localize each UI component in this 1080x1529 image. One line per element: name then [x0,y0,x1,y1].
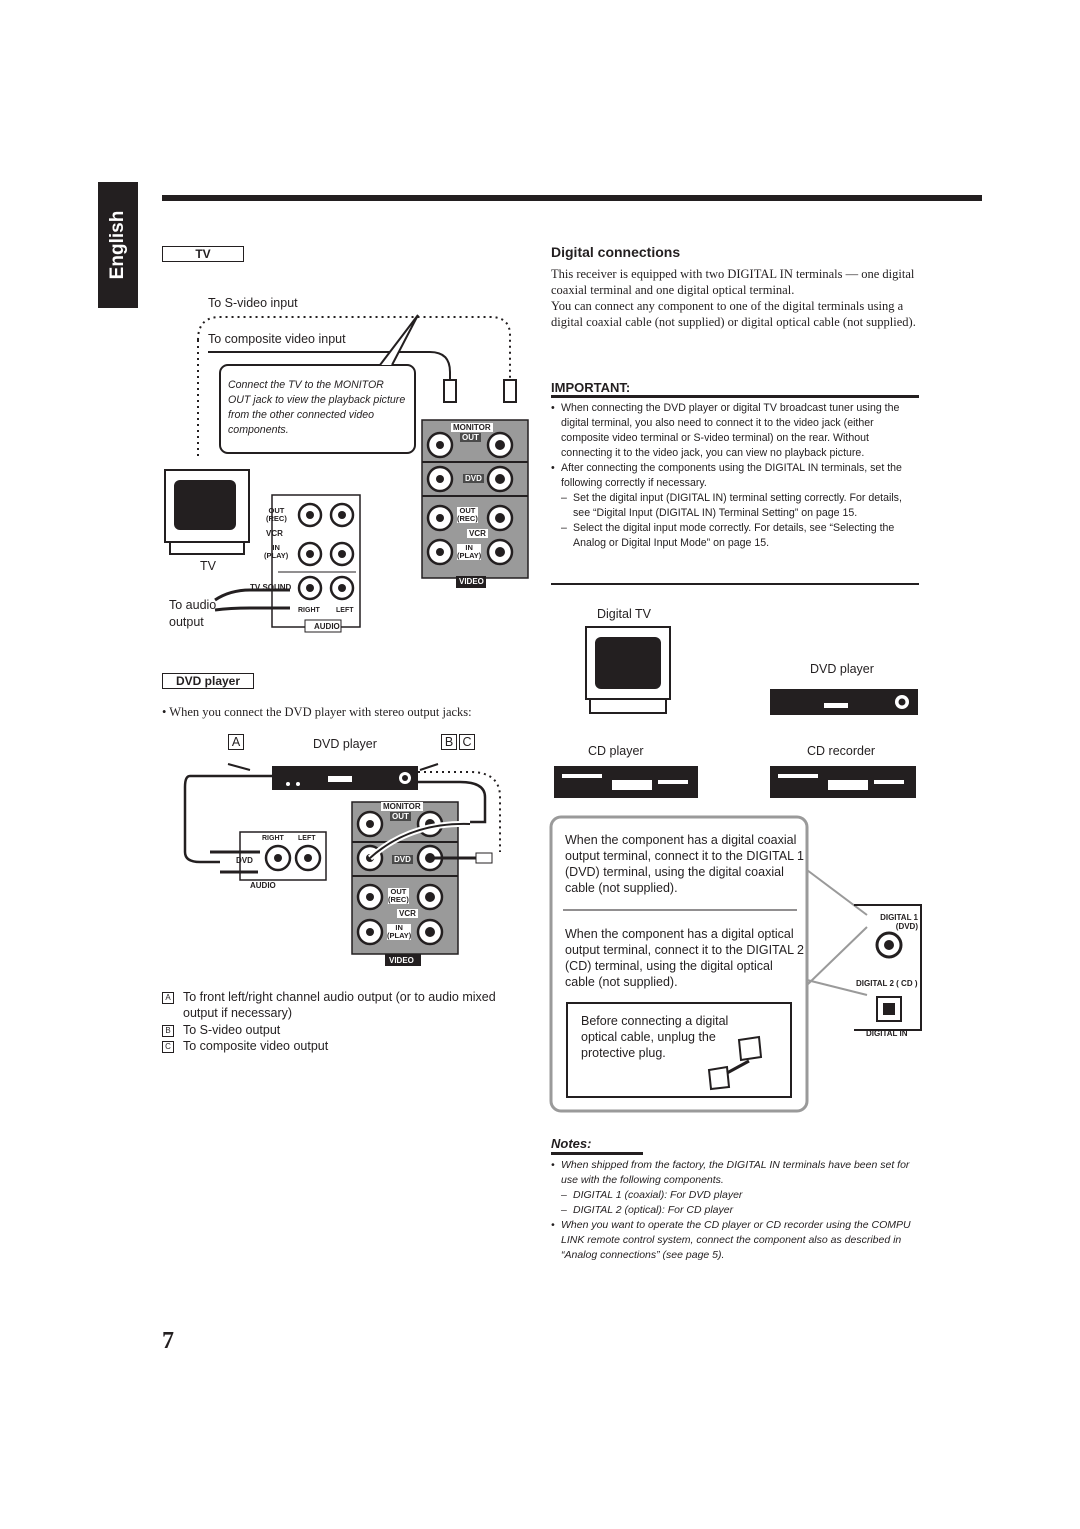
notes-title: Notes: [551,1136,592,1151]
note-item-1a: –DIGITAL 1 (coaxial): For DVD player [561,1189,743,1201]
notes-rule [551,1152,643,1155]
dvd-panel-out: OUT [390,812,411,821]
dvd-connection-diagram [183,763,501,966]
dvd-panel-video: VIDEO [389,956,414,965]
important-bottom-rule [551,583,919,585]
tv-section-label: TV [162,246,244,262]
coax-text: When the component has a digital coaxial… [565,833,805,895]
legend-text: To S-video output [183,1023,281,1037]
panel-out-label: OUT [460,433,481,442]
to-composite-input: To composite video input [208,332,346,346]
language-tab: English [98,182,138,308]
tv-label: TV [200,559,216,573]
marker-c: C [459,734,475,750]
important-text-1: When connecting the DVD player or digita… [561,402,900,459]
note-item-1b: –DIGITAL 2 (optical): For CD player [561,1204,734,1216]
legend-key: B [162,1025,174,1037]
dvd-audio-dvd: DVD [236,856,253,865]
digital-intro-2: You can connect any component to one of … [551,299,916,329]
panel-dvd-label: DVD [463,474,484,483]
panel-monitor-label: MONITOR [451,423,493,432]
optical-text: When the component has a digital optical… [565,927,805,989]
marker-b: B [441,734,457,750]
legend-text: To front left/right channel audio output… [183,990,496,1020]
important-item-2a: –Set the digital input (DIGITAL IN) term… [551,491,915,521]
important-item-1: •When connecting the DVD player or digit… [551,401,915,461]
dvd-panel-dvd: DVD [392,855,413,864]
dvd-audio-right: RIGHT [262,835,284,842]
dvd-audio-left: LEFT [298,835,316,842]
important-text-2a: Set the digital input (DIGITAL IN) termi… [573,492,902,519]
important-top-rule [551,395,919,398]
dvd-bullet-text: When you connect the DVD player with ste… [169,705,472,719]
digital2-label: DIGITAL 2 ( CD ) [856,979,918,988]
important-text-2b: Select the digital input mode correctly.… [573,522,895,549]
digital-tv-icon [585,626,671,714]
note-text-1b: DIGITAL 2 (optical): For CD player [573,1204,734,1216]
panel-left-vcr: VCR [266,529,283,538]
panel-left-in-play: IN (PLAY) [264,543,289,560]
legend-text: To composite video output [183,1039,329,1053]
to-svideo-input: To S-video input [208,296,298,310]
important-item-2b: –Select the digital input mode correctly… [551,521,915,551]
cd-recorder-label: CD recorder [807,744,876,758]
panel-in-play-label: IN (PLAY) [457,543,482,560]
digital-intro-1: This receiver is equipped with two DIGIT… [551,267,915,297]
legend-key: C [162,1041,174,1053]
important-text-2: After connecting the components using th… [561,462,902,489]
dvd-panel-vcr: VCR [397,909,418,918]
note-text-1: When shipped from the factory, the DIGIT… [561,1159,910,1186]
important-list: •When connecting the DVD player or digit… [551,401,915,551]
to-audio-output: To audio output [169,598,217,629]
panel-left: LEFT [336,607,354,614]
digital1-label: DIGITAL 1 [880,913,918,922]
digital-callout-frame [549,815,922,1113]
important-title: IMPORTANT: [551,380,631,395]
plug-text: Before connecting a digital optical cabl… [581,1014,729,1060]
cd-recorder-icon [770,766,916,798]
dvd-panel-out-rec: OUT (REC) [388,887,409,904]
digital1-sub: (DVD) [895,922,918,931]
note-item-2: •When you want to operate the CD player … [551,1218,921,1263]
panel-video-label: VIDEO [459,577,484,586]
digital-tv-label: Digital TV [597,607,651,621]
dvd-bullet: • When you connect the DVD player with s… [162,705,472,719]
digital-intro: This receiver is equipped with two DIGIT… [551,266,921,330]
tv-connection-diagram [164,314,529,633]
tv-callout-text: Connect the TV to the MONITOR OUT jack t… [228,379,406,436]
panel-tv-sound: TV SOUND [250,583,292,592]
important-item-2: •After connecting the components using t… [551,461,915,491]
panel-right: RIGHT [298,607,320,614]
note-text-2: When you want to operate the CD player o… [561,1219,911,1261]
page-number: 7 [162,1328,174,1354]
cd-player-icon [554,766,698,798]
panel-audio: AUDIO [314,622,340,631]
dvd-player-icon [770,689,918,715]
note-item-1: •When shipped from the factory, the DIGI… [551,1158,921,1188]
panel-left-out-rec: OUT (REC) [266,506,287,523]
language-label: English [107,210,128,280]
dvd-audio-label: AUDIO [250,881,276,890]
digital-in-label: DIGITAL IN [866,1029,908,1038]
digital-title: Digital connections [551,244,681,260]
dvd-panel-in-play: IN (PLAY) [387,923,412,940]
legend-item-b: B To S-video output [162,1022,532,1038]
dvd-legend: A To front left/right channel audio outp… [162,989,532,1054]
panel-out-rec-label: OUT (REC) [457,506,478,523]
dvd-player-label-right: DVD player [810,662,874,676]
dvd-section-label: DVD player [162,673,254,689]
legend-item-c: C To composite video output [162,1038,532,1054]
note-text-1a: DIGITAL 1 (coaxial): For DVD player [573,1189,743,1201]
panel-vcr-label: VCR [467,529,488,538]
dvd-panel-monitor: MONITOR [381,802,423,811]
cd-player-label: CD player [588,744,644,758]
header-rule [162,195,982,201]
legend-item-a: A To front left/right channel audio outp… [162,989,532,1021]
dvd-player-label-left: DVD player [313,737,377,751]
notes-list: •When shipped from the factory, the DIGI… [551,1158,921,1263]
legend-key: A [162,992,174,1004]
marker-a: A [228,734,244,750]
